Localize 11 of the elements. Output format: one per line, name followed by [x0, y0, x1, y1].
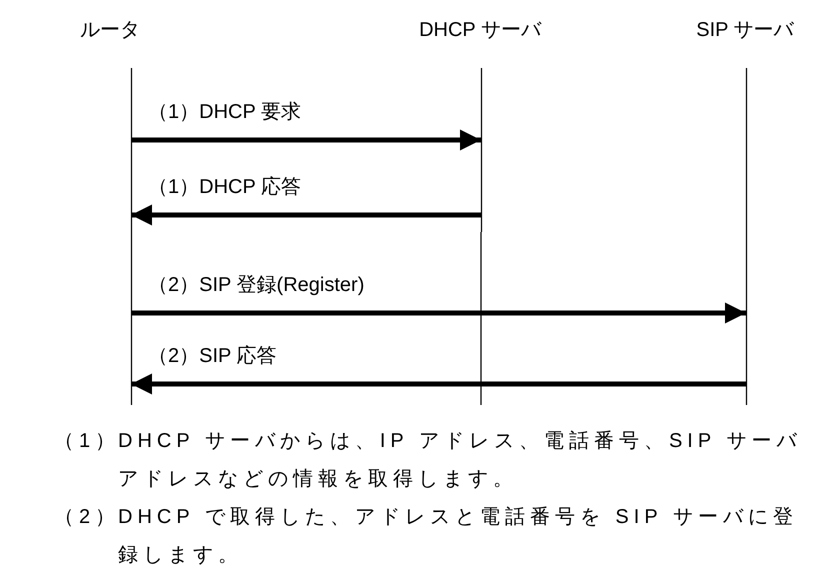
message-arrow	[131, 302, 746, 324]
note-number: （2）	[54, 505, 120, 530]
note-number: （1）	[54, 429, 120, 454]
participant-label: ルータ	[80, 18, 140, 42]
note-text: DHCP サーバからは、IP アドレス、電話番号、SIP サーバアドレスなどの情報を取得します。	[118, 429, 802, 492]
message-arrow	[131, 130, 481, 150]
message-arrow	[131, 204, 481, 226]
participant-label: SIP サーバ	[696, 18, 794, 42]
note-text: DHCP で取得した、アドレスと電話番号を SIP サーバに登録します。	[118, 505, 799, 568]
message-arrow	[131, 374, 746, 394]
participant-label: DHCP サーバ	[419, 18, 541, 42]
